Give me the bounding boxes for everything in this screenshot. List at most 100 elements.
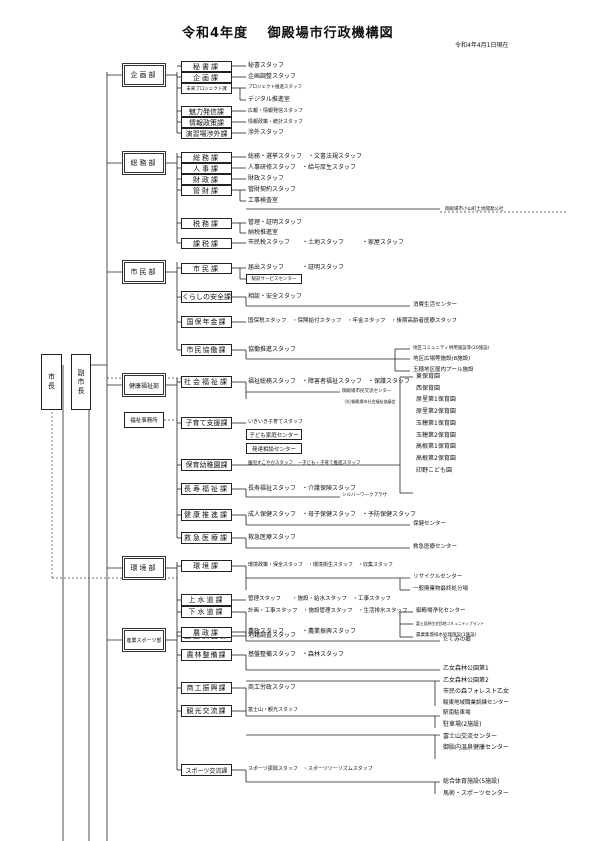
sec-label: 税務課 <box>193 219 220 228</box>
sec-label: 秘書課 <box>193 62 220 71</box>
sec-choju: 長寿福祉課 <box>181 483 232 495</box>
sec-label: 国保年金課 <box>186 318 227 326</box>
vice-mayor-label: 副市長 <box>77 368 85 396</box>
staff-text: 環境政策・保全スタッフ ・環境衛生スタッフ ・収集スタッフ <box>248 562 394 568</box>
sec-miryoku: 魅力発信課 <box>181 106 232 117</box>
sec-kurashi: くらしの安全課 <box>181 291 232 303</box>
facility-text: 地区コミュニティ供用施設等(20施設) <box>413 346 490 351</box>
staff-text: 相談・安全スタッフ <box>248 293 303 300</box>
facility-item: 印野こども園 <box>416 466 453 474</box>
staff-text: 企画調整スタッフ <box>248 73 297 80</box>
sec-label: くらしの安全課 <box>182 293 231 301</box>
sec-kenko: 健康推進課 <box>181 509 232 521</box>
sub-label: 子ども家庭センター <box>249 432 299 439</box>
staff-text: 届出スタッフ ・証明スタッフ <box>248 264 345 271</box>
staff-text: 管理・証明スタッフ <box>248 219 303 226</box>
dept-shimin-label: 市民部 <box>130 268 158 276</box>
facility-text: シルバーワークプラザ <box>342 493 387 498</box>
staff-text: デジタル推進室 <box>248 96 290 103</box>
sec-label: 課税課 <box>193 239 220 248</box>
facility-text: たくみの郷 <box>443 637 471 643</box>
vice-mayor-box: 副市長 <box>71 354 91 410</box>
sec-label: 子育て支援課 <box>185 419 228 427</box>
sec-label: 救急医療課 <box>184 534 229 542</box>
staff-text: 市民税スタッフ ・土地スタッフ ・家屋スタッフ <box>248 239 405 246</box>
sec-enshu: 演習場渉外課 <box>181 128 232 139</box>
facility-text: 御殿場市民交流センター <box>342 389 392 394</box>
sec-label: 未来プロジェクト課 <box>186 86 227 92</box>
facility-item: 御胎内温泉健康センター <box>443 744 510 752</box>
facility-item: 玉穂第2保育園 <box>416 431 456 439</box>
staff-text: いきいき子育てスタッフ <box>248 419 304 425</box>
sec-sports: スポーツ交流課 <box>181 764 232 776</box>
sec-shimin: 市民課 <box>181 263 232 274</box>
sec-label: 情報政策課 <box>189 118 224 127</box>
sec-label: 健康推進課 <box>184 511 229 519</box>
sec-label: 管財課 <box>193 186 220 195</box>
facility-text: 救急医療センター <box>413 544 458 550</box>
facility-text: （社)御殿場市社会福祉協議会 <box>342 399 396 404</box>
sec-somu: 総務課 <box>181 152 232 163</box>
sec-label: 市民課 <box>193 264 220 273</box>
fukushi-office-label: 福祉事務所 <box>130 418 158 424</box>
staff-text: プロジェクト推進スタッフ <box>248 85 302 90</box>
facility-text: 玉穂地区屋内プール施設 <box>413 367 474 373</box>
sec-label: 魅力発信課 <box>189 107 224 116</box>
dept-kankyo: 環境部 <box>122 556 166 580</box>
staff-text: 富士山・観光スタッフ <box>248 707 299 713</box>
staff-text: 国保税スタッフ ・保険給付スタッフ ・年金スタッフ ・後期高齢者医療スタッフ <box>248 318 458 324</box>
sec-label: 演習場渉外課 <box>185 129 228 138</box>
staff-text: 情報政策・統計スタッフ <box>248 119 304 125</box>
staff-text: 地籍調査スタッフ <box>248 632 297 639</box>
facility-item: 総合体育施設(5施設) <box>443 778 500 785</box>
sec-label: 財政課 <box>193 175 220 184</box>
facility-text: 御殿場浄化センター <box>416 608 466 614</box>
sec-label: 観光交流課 <box>186 707 227 715</box>
sub-service-center: 駅前サービスセンター <box>246 274 302 284</box>
sec-zeimu: 税務課 <box>181 218 232 229</box>
staff-text: 渉外スタッフ <box>248 129 285 136</box>
sec-label: 企画課 <box>193 73 220 82</box>
fukushi-office: 福祉事務所 <box>124 412 164 428</box>
staff-text: 財政スタッフ <box>248 175 285 182</box>
dept-shimin: 市民部 <box>122 260 166 284</box>
facility-item: 西保育園 <box>416 384 441 392</box>
facility-item: 原里第2保育園 <box>416 408 456 416</box>
sec-nosei-visible: 農政課 <box>181 627 232 638</box>
dept-somu-label: 総務部 <box>130 159 158 167</box>
sec-label: 上水道課 <box>188 596 225 604</box>
sec-gesui: 下水道課 <box>181 606 232 618</box>
facility-item: 東保育園 <box>416 373 441 380</box>
sub-hattatsu: 発達相談センター <box>246 443 302 454</box>
dept-kikaku: 企画部 <box>122 63 166 87</box>
facility-item: 馬術・スポーツセンター <box>443 789 509 797</box>
sec-shoko: 商工振興課 <box>181 682 232 694</box>
sec-joho: 情報政策課 <box>181 117 232 128</box>
staff-text: 園児すこやかスタッフ ・子ども・子育て推進スタッフ <box>248 461 361 466</box>
dept-kenko-label: 健康福祉部 <box>128 382 159 390</box>
staff-text: 総務・選挙スタッフ ・文書法規スタッフ <box>248 153 363 160</box>
facility-item: 乙女森林公園第1 <box>443 665 489 672</box>
facility-item: 玉穂第1保育園 <box>416 419 456 427</box>
staff-text: 福祉総務スタッフ ・障害者福祉スタッフ ・保護スタッフ <box>248 378 411 385</box>
staff-text: 人事研修スタッフ ・給与厚生スタッフ <box>248 164 357 171</box>
dept-kikaku-label: 企画部 <box>130 71 158 79</box>
dept-sangyo-label: 産業スポーツ部 <box>126 637 162 644</box>
staff-text: 商工労政スタッフ <box>248 684 297 691</box>
sec-label: 社会福祉課 <box>184 378 229 386</box>
mayor-label: 市長 <box>47 373 56 391</box>
sec-label: 保育幼稚園課 <box>185 461 228 469</box>
sec-josui: 上水道課 <box>181 594 232 606</box>
facility-item: 駐車場(2施設) <box>443 721 482 728</box>
sec-kosodate: 子育て支援課 <box>181 417 232 429</box>
sec-shakai: 社会福祉課 <box>181 376 232 388</box>
facility-item: 原里第1保育園 <box>416 396 456 404</box>
sec-jinji: 人事課 <box>181 163 232 174</box>
staff-text: スポーツ振興スタッフ ・スポーツツーリズムスタッフ <box>248 766 373 772</box>
sec-label: 総務課 <box>193 153 220 162</box>
staff-text: 長寿福祉スタッフ ・介護保険スタッフ <box>248 485 357 492</box>
facility-item: 市民の森フォレスト乙女 <box>443 688 510 696</box>
sub-label: 駅前サービスセンター <box>251 277 297 282</box>
facility-text: 富士見原住宅団地コミュニティプラント <box>416 621 485 626</box>
sec-kyodo: 市民協働課 <box>181 344 232 356</box>
